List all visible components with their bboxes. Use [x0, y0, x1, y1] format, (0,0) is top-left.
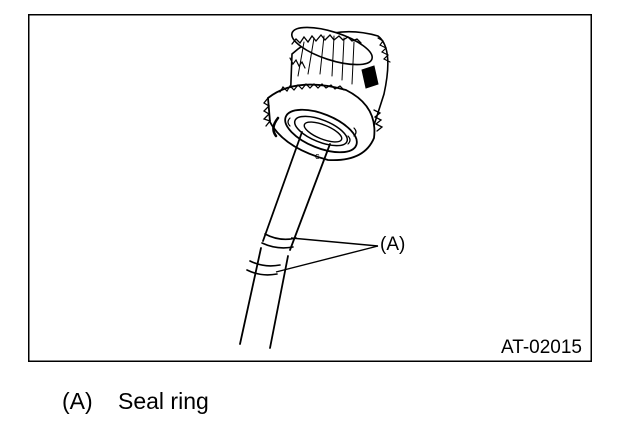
- shaft-illustration: c: [239, 26, 391, 349]
- figure-code: AT-02015: [501, 337, 582, 358]
- figure-frame: c (A) AT-02015: [28, 14, 592, 362]
- svg-text:c: c: [315, 151, 320, 161]
- callout-leaders: [275, 237, 379, 273]
- legend-text: Seal ring: [118, 388, 209, 414]
- legend: (A) Seal ring: [62, 388, 209, 415]
- callout-label: (A): [380, 234, 405, 255]
- legend-key: (A): [62, 388, 93, 414]
